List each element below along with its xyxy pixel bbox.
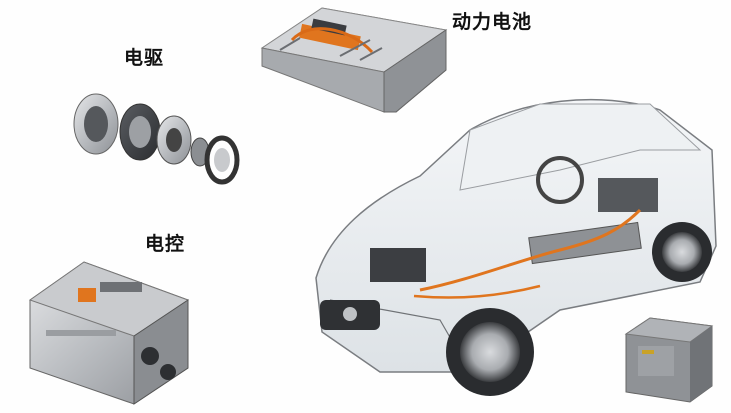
motor-controller-image [28, 261, 190, 405]
electric-drive-label: 电驱 [124, 47, 165, 69]
relay-component-image [624, 317, 714, 403]
electronic-control-label: 电控 [145, 233, 186, 255]
battery-pack-image [260, 7, 448, 113]
electric-drive-motor-image [73, 93, 240, 185]
electric-suv-image [315, 98, 717, 396]
battery-label: 动力电池 [452, 11, 533, 33]
